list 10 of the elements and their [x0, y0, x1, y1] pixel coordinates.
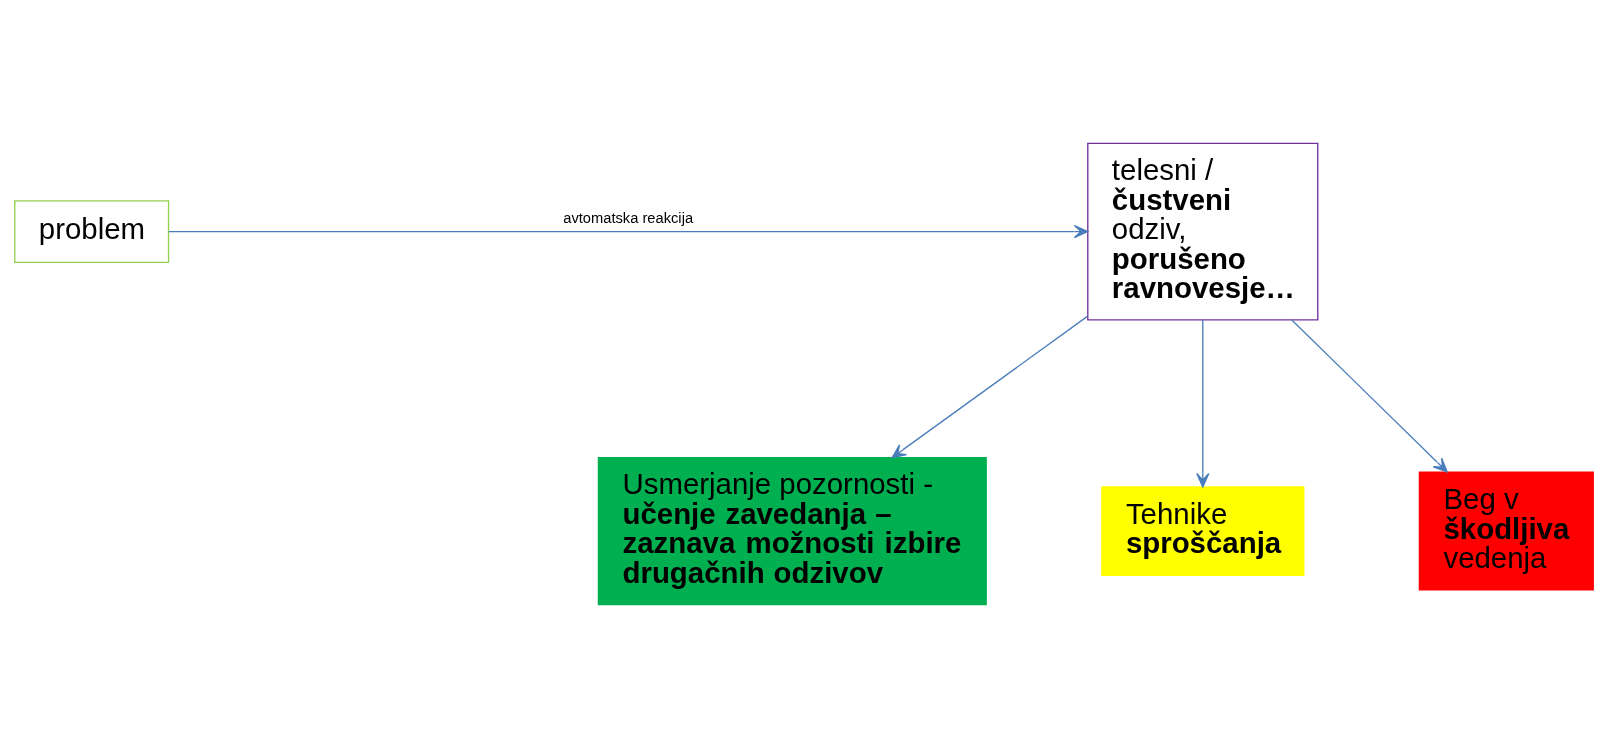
arrow — [891, 315, 1089, 458]
node-box: problem — [14, 199, 170, 263]
node-box: telesni / čustveni odziv, porušeno ravnovesje… — [1087, 142, 1319, 321]
node-box: Usmerjanje pozornosti - učenje zavedanja – zaznava možnosti izbire drugačnih odzivov — [597, 456, 987, 605]
node-box: Tehnike sproščanja — [1101, 485, 1305, 576]
arrow — [1196, 318, 1210, 488]
edge-label: avtomatska reakcija — [563, 209, 694, 226]
arrow — [168, 224, 1089, 238]
arrow — [1291, 318, 1448, 472]
node-box: Beg v škodljiva vedenja — [1418, 471, 1594, 591]
